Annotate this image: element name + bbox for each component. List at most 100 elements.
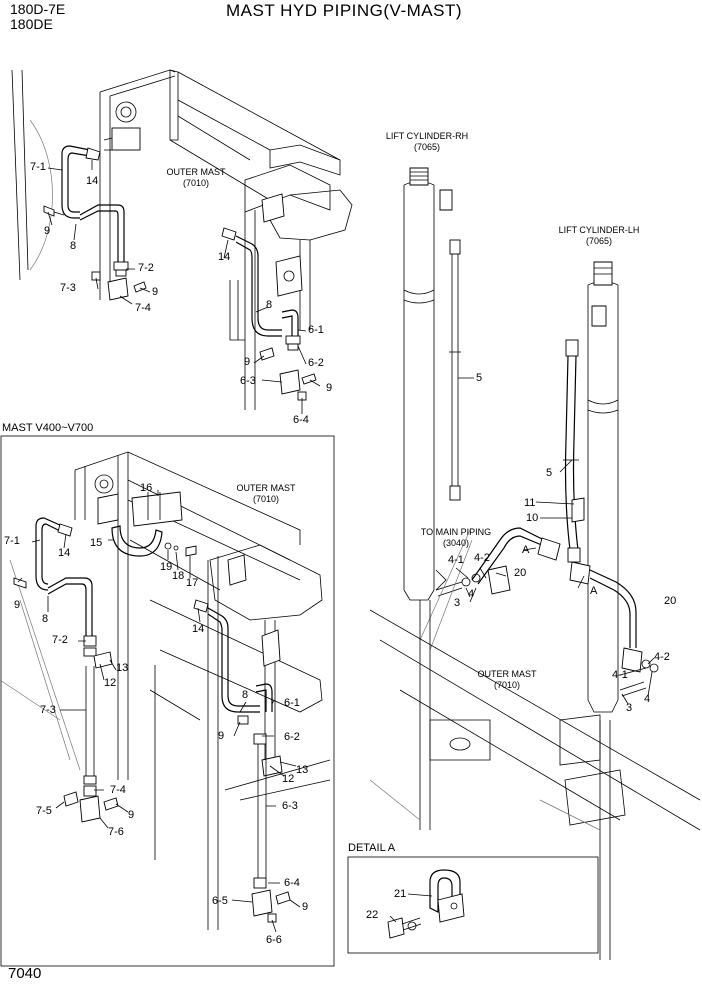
- callout: 11: [524, 497, 536, 509]
- callout: 7-4: [135, 302, 151, 314]
- callout: 7-3: [60, 282, 76, 294]
- outer-mast-frame-right: [369, 600, 701, 960]
- caption-outer-mast-inset: OUTER MAST (7010): [236, 484, 296, 504]
- callout: 18: [172, 570, 185, 582]
- caption-outer-mast-right: OUTER MAST (7010): [476, 670, 538, 690]
- caption-outer-mast-top: OUTER MAST (7010): [166, 168, 226, 188]
- callout: 7-2: [52, 634, 68, 646]
- callout: 12: [282, 773, 295, 785]
- callout: 6-2: [308, 357, 324, 369]
- callout: 13: [296, 764, 309, 776]
- callout: 7-5: [36, 805, 52, 817]
- caption-to-main-piping: TO MAIN PIPING (3040): [416, 528, 496, 548]
- callout: 7-4: [110, 784, 126, 796]
- callout: 6-6: [266, 934, 282, 946]
- callout: 6-1: [308, 324, 324, 336]
- callout: 8: [42, 613, 49, 625]
- callout: 7-1: [30, 161, 46, 173]
- callout: 8: [266, 299, 273, 311]
- callout: 20: [514, 567, 527, 579]
- callout: 9: [128, 809, 135, 821]
- callout: A: [590, 585, 598, 597]
- detail-a-box: [347, 856, 599, 954]
- callout: 7-2: [138, 262, 154, 274]
- callout: 6-2: [284, 731, 300, 743]
- page-title: MAST HYD PIPING(V-MAST): [226, 1, 462, 20]
- pipe-6-1-top: [221, 227, 317, 401]
- callout: 6-3: [240, 375, 256, 387]
- callout: 7-6: [108, 826, 124, 838]
- clamp-21-detail: [387, 869, 465, 939]
- caption-line: (7010): [182, 178, 209, 188]
- hose-7-1-top: [61, 145, 101, 219]
- section-label-mast-v400-v700: MAST V400~V700: [2, 422, 94, 434]
- callout: 4-2: [654, 651, 670, 663]
- caption-line: OUTER MAST: [166, 167, 226, 177]
- caption-line: OUTER MAST: [236, 483, 296, 493]
- callout: 4: [644, 693, 651, 705]
- callout: 22: [366, 909, 379, 921]
- outer-mast-frame-top: [11, 69, 353, 410]
- callout: A: [522, 544, 530, 556]
- callout: 15: [90, 537, 103, 549]
- caption-line: LIFT CYLINDER-RH: [385, 131, 469, 141]
- lift-cylinder-rh: [403, 167, 453, 601]
- callout: 8: [70, 240, 77, 252]
- callout: 9: [218, 730, 225, 742]
- callout: 14: [58, 547, 71, 559]
- callout: 9: [14, 599, 21, 611]
- clamp-15-inset: [111, 525, 197, 557]
- callout: 7-3: [40, 704, 56, 716]
- caption-line: (3040): [442, 538, 469, 548]
- section-label-detail-a: DETAIL A: [348, 842, 396, 854]
- callout: 5: [476, 372, 483, 384]
- callout: 16: [140, 482, 153, 494]
- callout: 12: [104, 677, 117, 689]
- callout: 4-1: [448, 554, 464, 566]
- hose-5-lh: [563, 339, 585, 563]
- callout: 6-5: [212, 895, 228, 907]
- callout: 9: [152, 286, 159, 298]
- caption-lift-cylinder-lh: LIFT CYLINDER-LH (7065): [552, 226, 646, 246]
- callout: 13: [116, 662, 129, 674]
- callout: 9: [326, 382, 333, 394]
- caption-lift-cylinder-rh: LIFT CYLINDER-RH (7065): [380, 132, 474, 152]
- callout: 4-2: [474, 552, 490, 564]
- callout: 19: [160, 561, 173, 573]
- caption-line: (7065): [585, 236, 612, 246]
- callout: 5: [546, 467, 553, 479]
- callout: 3: [626, 702, 633, 714]
- leader-lines: [17, 160, 655, 933]
- callout: 9: [244, 356, 251, 368]
- caption-line: LIFT CYLINDER-LH: [558, 225, 640, 235]
- callout: 4: [468, 588, 475, 600]
- callout: 14: [86, 175, 99, 187]
- callout: 14: [192, 623, 205, 635]
- caption-line: (7010): [493, 680, 520, 690]
- page-number: 7040: [8, 965, 42, 982]
- callout: 10: [526, 512, 539, 524]
- caption-line: (7065): [413, 142, 440, 152]
- callout: 7-1: [4, 535, 20, 547]
- outer-mast-frame-inset: [0, 451, 331, 930]
- pipe-20-rh: [419, 527, 561, 651]
- callout: 3: [454, 597, 461, 609]
- callout: 14: [218, 251, 231, 263]
- caption-line: (7010): [252, 494, 279, 504]
- callout: 9: [302, 901, 309, 913]
- callout: 17: [186, 577, 199, 589]
- pipe-6-3-inset: [193, 599, 291, 923]
- caption-line: TO MAIN PIPING: [420, 527, 492, 537]
- callout: 4-1: [612, 669, 628, 681]
- fittings-top-left: [43, 205, 147, 301]
- callout: 8: [242, 689, 249, 701]
- lift-cylinder-lh: [587, 261, 619, 713]
- valve-block-top: [103, 101, 141, 151]
- callout: 20: [664, 595, 677, 607]
- model-code-line-2: 180DE: [10, 16, 53, 32]
- callout: 21: [394, 888, 407, 900]
- callout: 9: [44, 225, 51, 237]
- callout: 6-4: [284, 877, 300, 889]
- caption-line: OUTER MAST: [477, 669, 537, 679]
